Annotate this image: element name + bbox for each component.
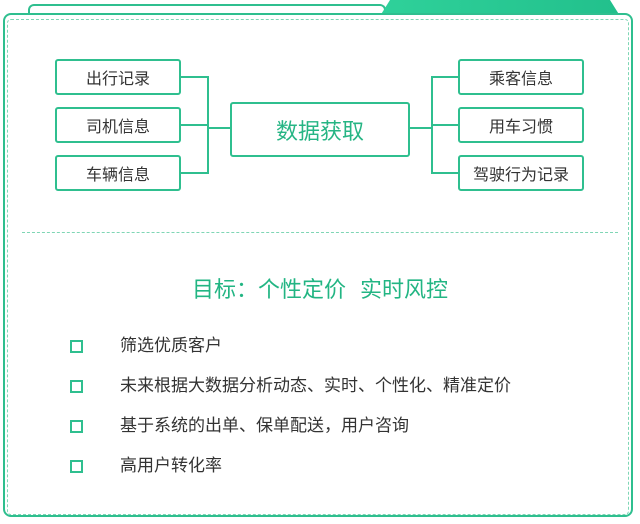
card-inner-dashed-border [7, 19, 629, 515]
input-box-driver-info: 司机信息 [55, 107, 181, 143]
goal-title: 目标：个性定价 实时风控 [192, 278, 448, 303]
input-box-driving-behavior: 驾驶行为记录 [458, 155, 584, 191]
input-box-usage-habits: 用车习惯 [458, 107, 584, 143]
list-item-text: 高用户转化率 [120, 456, 222, 476]
list-item-text: 未来根据大数据分析动态、实时、个性化、精准定价 [120, 376, 511, 396]
list-item: 高用户转化率 [70, 454, 222, 478]
list-item: 基于系统的出单、保单配送，用户咨询 [70, 414, 409, 438]
checkbox-icon [70, 459, 83, 473]
checkbox-icon [70, 339, 83, 353]
checkbox-icon [70, 419, 83, 433]
input-box-trip-records: 出行记录 [55, 59, 181, 95]
input-box-vehicle-info: 车辆信息 [55, 155, 181, 191]
list-item: 筛选优质客户 [70, 334, 222, 358]
center-box-data-acquisition: 数据获取 [230, 102, 410, 157]
input-box-passenger-info: 乘客信息 [458, 59, 584, 95]
card-frame [3, 13, 633, 517]
checkbox-icon [70, 379, 83, 393]
list-item-text: 基于系统的出单、保单配送，用户咨询 [120, 416, 409, 436]
section-divider [22, 232, 618, 233]
list-item: 未来根据大数据分析动态、实时、个性化、精准定价 [70, 374, 511, 398]
list-item-text: 筛选优质客户 [120, 336, 222, 356]
header-tab-accent [380, 0, 620, 16]
